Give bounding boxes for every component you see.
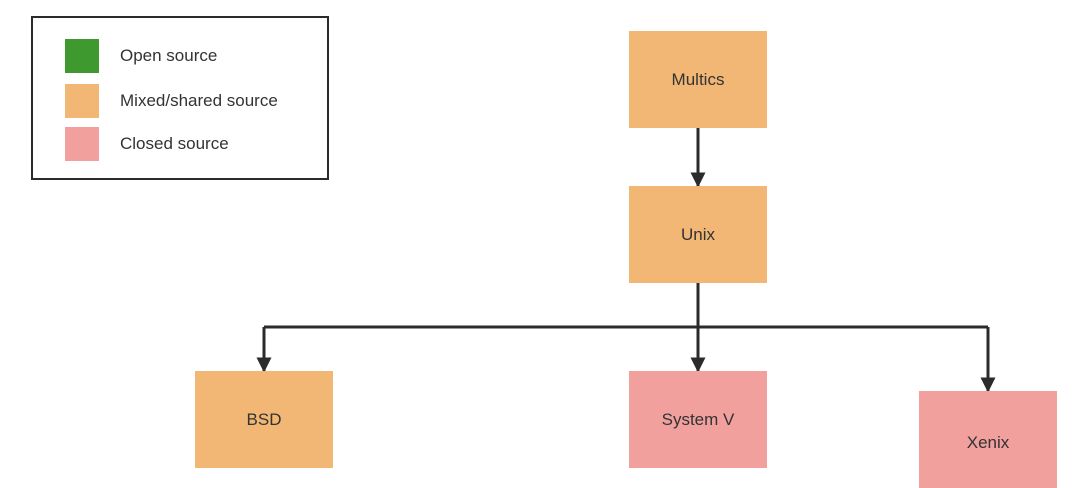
legend-item-open-source: Open source (65, 39, 217, 73)
node-multics: Multics (629, 31, 767, 128)
node-system-v: System V (629, 371, 767, 468)
legend-label: Closed source (120, 134, 229, 153)
legend-swatch-closed-source (65, 127, 99, 161)
legend-swatch-open-source (65, 39, 99, 73)
legend-box: Open source Mixed/shared source Closed s… (31, 16, 329, 180)
node-label: Xenix (966, 432, 1010, 452)
node-label: Unix (680, 224, 715, 244)
legend-label: Mixed/shared source (120, 91, 278, 110)
legend-swatch-mixed-source (65, 84, 99, 118)
node-label: BSD (246, 409, 282, 429)
node-bsd: BSD (195, 371, 333, 468)
node-xenix: Xenix (919, 391, 1057, 488)
node-label: System V (661, 409, 735, 429)
node-unix: Unix (629, 186, 767, 283)
node-label: Multics (671, 69, 725, 89)
legend-item-mixed-source: Mixed/shared source (65, 84, 278, 118)
legend-item-closed-source: Closed source (65, 127, 229, 161)
legend-label: Open source (120, 46, 218, 65)
